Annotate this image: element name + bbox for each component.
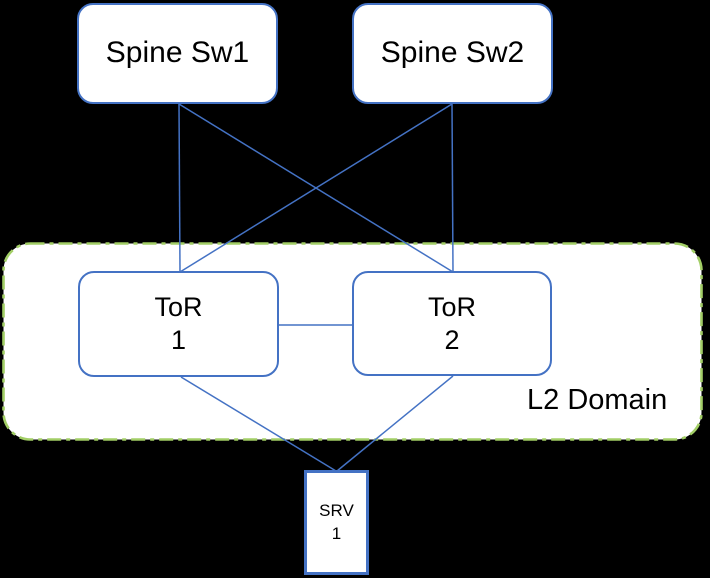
node-tor-1-label-line1: ToR	[154, 292, 203, 323]
node-tor-2: ToR 2	[352, 271, 552, 376]
node-tor-1-label-line2: 1	[170, 325, 187, 355]
link-spine-sw2-tor-1	[179, 103, 453, 273]
node-srv-1-label-line2: 1	[331, 523, 342, 543]
node-spine-sw2-label: Spine Sw2	[380, 36, 525, 70]
link-spine-sw2-tor-2	[451, 103, 454, 273]
node-srv-1: SRV 1	[304, 470, 369, 575]
link-tor-1-srv-1	[180, 376, 337, 472]
node-tor-1: ToR 1	[78, 271, 279, 377]
node-srv-1-label-line1: SRV	[319, 501, 354, 521]
node-spine-sw2: Spine Sw2	[352, 3, 553, 104]
node-spine-sw1: Spine Sw1	[77, 3, 278, 104]
link-spine-sw1-tor-1	[178, 103, 181, 273]
l2-domain-label: L2 Domain	[527, 384, 668, 416]
node-spine-sw1-label: Spine Sw1	[105, 36, 250, 70]
node-tor-2-label-line1: ToR	[427, 291, 476, 322]
link-tor-2-srv-1	[336, 375, 454, 472]
node-tor-2-label-line2: 2	[444, 324, 460, 355]
